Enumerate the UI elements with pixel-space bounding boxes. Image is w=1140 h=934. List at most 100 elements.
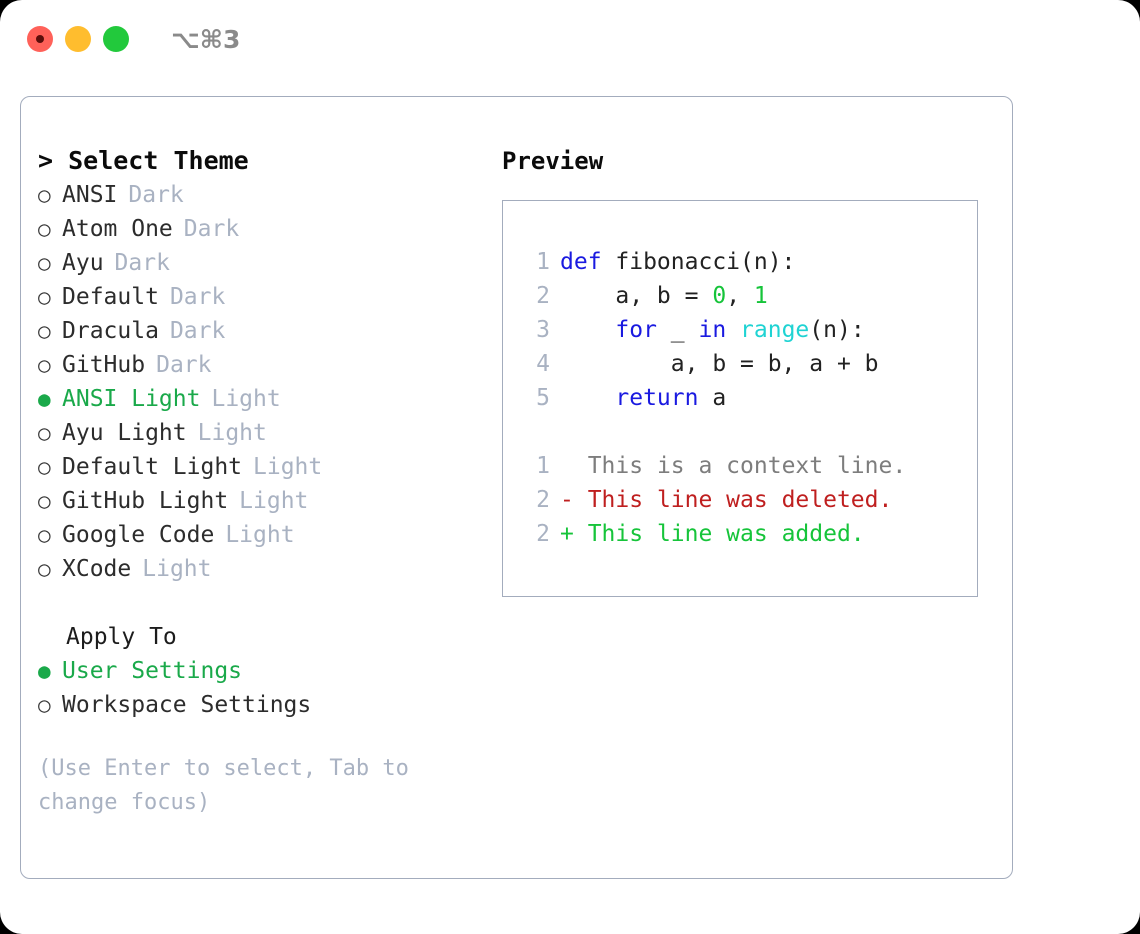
theme-option-ansi[interactable]: ○ ANSI Dark [38, 178, 488, 212]
apply-to-option-label: User Settings [62, 658, 243, 684]
radio-unselected-icon: ○ [38, 523, 51, 547]
theme-option-label: GitHub Light [62, 488, 229, 514]
theme-option-kind: Light [239, 488, 309, 514]
theme-option-atom-one[interactable]: ○ Atom One Dark [38, 212, 488, 246]
apply-to-heading: Apply To [66, 624, 177, 650]
radio-unselected-icon: ○ [38, 183, 51, 207]
code-token-num: 0 [712, 283, 727, 309]
theme-option-kind: Light [211, 386, 281, 412]
code-token-plain [560, 317, 615, 343]
theme-option-ansi-light[interactable]: ● ANSI Light Light [38, 382, 488, 416]
theme-option-label: Google Code [62, 522, 215, 548]
code-token-kw: def [560, 249, 616, 275]
code-line-number: 4 [536, 351, 550, 377]
apply-to-option-label: Workspace Settings [62, 692, 312, 718]
theme-option-label: ANSI Light [62, 386, 201, 412]
diff-sample: 1 This is a context line.2- This line wa… [503, 449, 977, 551]
traffic-light-buttons [27, 26, 129, 52]
code-token-fn: range [740, 317, 810, 343]
apply-to-list: ●User Settings ○ Workspace Settings [38, 654, 488, 722]
code-token-plain [726, 317, 740, 343]
theme-option-ayu-light[interactable]: ○ Ayu Light Light [38, 416, 488, 450]
code-line-content: for _ in range(n): [560, 313, 864, 347]
code-line: 4 a, b = b, a + b [503, 347, 977, 381]
theme-option-kind: Dark [114, 250, 170, 276]
diff-line-number: 1 [536, 453, 550, 479]
list-spacer [38, 586, 488, 620]
code-token-num: 1 [753, 283, 768, 309]
diff-line-number: 2 [536, 487, 550, 513]
diff-marker: - [560, 487, 574, 513]
preview-heading: Preview [502, 147, 604, 175]
theme-option-kind: Light [253, 454, 323, 480]
close-window-icon[interactable] [27, 26, 53, 52]
theme-option-default[interactable]: ○ Default Dark [38, 280, 488, 314]
keyboard-shortcut-label: ⌥⌘3 [171, 24, 241, 54]
theme-option-label: Atom One [62, 216, 173, 242]
theme-option-label: Default [62, 284, 159, 310]
diff-line-content: This line was deleted. [573, 487, 893, 513]
code-line-number: 1 [536, 249, 550, 275]
diff-line-content: This line was added. [573, 521, 865, 547]
code-diff-spacer [503, 415, 977, 449]
theme-option-kind: Dark [128, 182, 184, 208]
theme-option-github-light[interactable]: ○ GitHub Light Light [38, 484, 488, 518]
theme-option-kind: Light [197, 420, 267, 446]
theme-option-google-code[interactable]: ○ Google Code Light [38, 518, 488, 552]
theme-option-github[interactable]: ○ GitHub Dark [38, 348, 488, 382]
theme-option-label: Default Light [62, 454, 243, 480]
code-line-number: 2 [536, 283, 550, 309]
theme-option-kind: Dark [169, 284, 226, 310]
theme-option-kind: Dark [183, 216, 240, 242]
radio-unselected-icon: ○ [38, 285, 51, 309]
radio-unselected-icon: ○ [38, 217, 51, 241]
minimize-window-icon[interactable] [65, 26, 91, 52]
apply-to-option-user-settings[interactable]: ●User Settings [38, 654, 488, 688]
diff-line-del: 2- This line was deleted. [503, 483, 977, 517]
code-line: 3 for _ in range(n): [503, 313, 977, 347]
theme-option-label: XCode [62, 556, 132, 582]
diff-line-ctx: 1 This is a context line. [503, 449, 977, 483]
radio-unselected-icon: ○ [38, 693, 51, 717]
code-line-content: def fibonacci(n): [560, 245, 795, 279]
code-line: 1 def fibonacci(n): [503, 245, 977, 279]
code-token-plain: , [726, 283, 754, 309]
code-line-number: 3 [536, 317, 550, 343]
radio-unselected-icon: ○ [38, 421, 51, 445]
select-theme-heading: > Select Theme [38, 146, 249, 175]
radio-unselected-icon: ○ [38, 489, 51, 513]
radio-unselected-icon: ○ [38, 353, 51, 377]
maximize-window-icon[interactable] [103, 26, 129, 52]
theme-option-kind: Light [225, 522, 295, 548]
theme-option-label: GitHub [62, 352, 146, 378]
keyboard-hint-text: (Use Enter to select, Tab to change focu… [38, 756, 409, 815]
theme-option-label: ANSI [62, 182, 118, 208]
radio-unselected-icon: ○ [38, 557, 51, 581]
window-titlebar: ⌥⌘3 [0, 0, 1140, 78]
code-line-content: a, b = 0, 1 [560, 279, 768, 313]
radio-unselected-icon: ○ [38, 251, 51, 275]
diff-line-add: 2+ This line was added. [503, 517, 977, 551]
theme-option-kind: Dark [156, 352, 212, 378]
code-line: 2 a, b = 0, 1 [503, 279, 977, 313]
code-token-kw: return [615, 385, 699, 411]
radio-selected-icon: ● [38, 387, 51, 411]
theme-option-label: Ayu Light [62, 420, 187, 446]
apply-to-option-workspace-settings[interactable]: ○ Workspace Settings [38, 688, 488, 722]
code-token-plain: a, b = b, a + b [560, 351, 879, 377]
code-token-kw: for [615, 317, 657, 343]
diff-line-content: This is a context line. [573, 453, 907, 479]
code-line: 5 return a [503, 381, 977, 415]
code-token-plain: fibonacci(n): [615, 249, 796, 275]
